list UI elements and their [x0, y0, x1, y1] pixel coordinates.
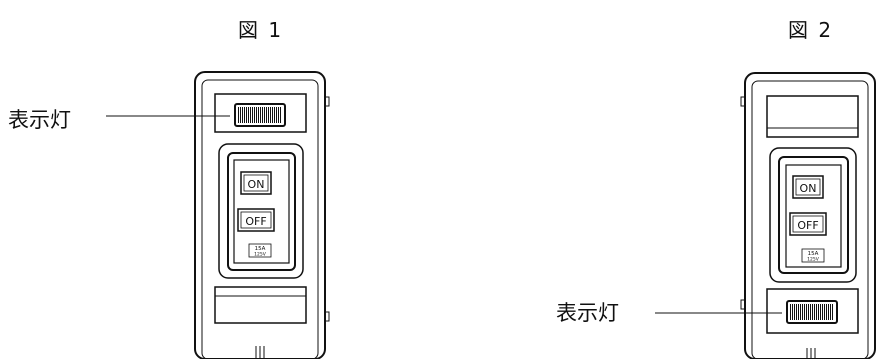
figure-2-title: 図 2 [788, 18, 834, 42]
figure-2-rating-volts: 125V [807, 257, 820, 263]
figure-1-rating-amps: 15A [255, 246, 266, 252]
figure-2-rating-amps: 15A [808, 251, 819, 257]
figure-1-indicator-lamp [234, 103, 286, 127]
figure-1-switch-unit [194, 71, 330, 359]
figure-2-off-text: OFF [797, 219, 818, 232]
figure-1-rating-box [248, 243, 272, 258]
figure-2-indicator-lamp [786, 300, 838, 324]
figure-2-rating-box [801, 248, 825, 263]
figure-1-on-button [240, 171, 272, 195]
figure-1-title: 図 1 [238, 18, 284, 42]
figure-1-on-text: ON [248, 178, 265, 191]
figure-2-on-button [792, 175, 824, 199]
figure-2-switch-unit [740, 72, 876, 359]
figure-1-rating-volts: 125V [254, 252, 267, 258]
figure-1-off-text: OFF [245, 215, 266, 228]
figure-1-indicator-label: 表示灯 [8, 108, 71, 132]
figure-2-off-button [789, 212, 827, 236]
figure-2-indicator-label: 表示灯 [556, 301, 619, 325]
figure-1-off-button [237, 208, 275, 232]
figure-2-on-text: ON [800, 182, 817, 195]
